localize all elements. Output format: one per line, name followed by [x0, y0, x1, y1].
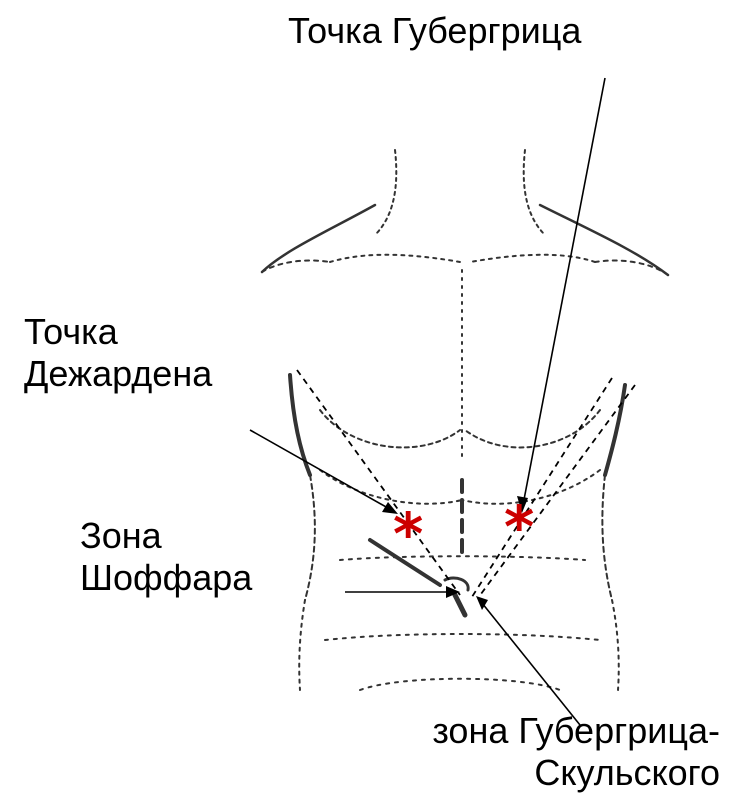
gubergritz-skulsky-zone-label: зона Губергрица- Скульского: [340, 710, 720, 794]
chauffard-zone-label-line-1: Зона: [80, 515, 252, 557]
leader-gubergritz-skulsky-zone: [478, 598, 580, 725]
leader-lines: [250, 78, 605, 725]
leader-gubergritz-point: [522, 78, 605, 510]
gubergritz-skulsky-zone-label-line-1: зона Губергрица-: [340, 710, 720, 752]
gubergritz-point-label-text: Точка Губергрица: [288, 10, 581, 52]
torso-sketch: [262, 150, 668, 690]
desjardins-point-label-line-1: Точка: [24, 311, 212, 353]
desjardins-point-label-line-2: Дежардена: [24, 353, 212, 395]
gubergritz-point-label: Точка Губергрица: [288, 10, 581, 52]
desjardins-point-label: Точка Дежардена: [24, 311, 212, 395]
chauffard-zone-label-line-2: Шоффара: [80, 557, 252, 599]
gubergritz-skulsky-zone-label-line-2: Скульского: [340, 752, 720, 794]
leader-desjardins-point: [250, 430, 395, 512]
gubergritz-point-marker: *: [504, 498, 534, 556]
chauffard-zone-label: Зона Шоффара: [80, 515, 252, 599]
desjardins-point-marker: *: [393, 505, 423, 563]
